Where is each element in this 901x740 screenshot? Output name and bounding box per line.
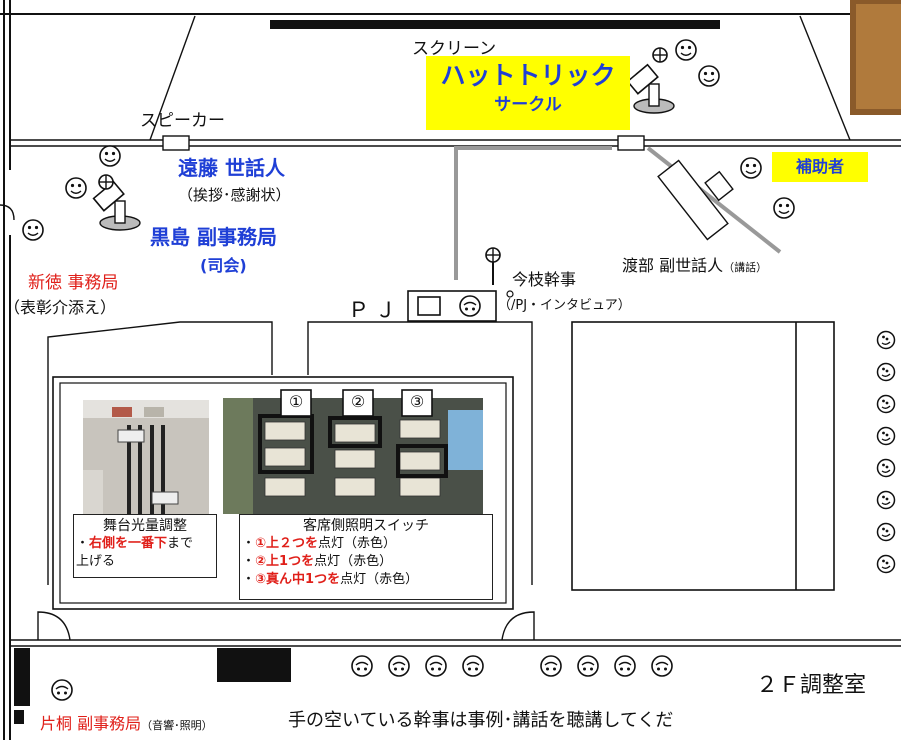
banner-subtitle: サークル — [494, 95, 562, 115]
switch-marker-2: ② — [350, 392, 366, 411]
switch-title: 客席側照明スイッチ — [303, 518, 429, 534]
stage-light-title: 舞台光量調整 — [103, 518, 187, 534]
katagiri-label: 片桐 副事務局（音響･照明） — [40, 710, 213, 734]
helper-label: 補助者 — [772, 152, 868, 182]
endo-role: （挨拶･感謝状） — [178, 186, 291, 204]
katagiri-name: 片桐 副事務局 — [40, 714, 142, 733]
bottom-note: 手の空いている幹事は事例･講話を聴講してくだ — [288, 710, 674, 731]
niitoku-name: 新徳 事務局 — [28, 273, 119, 293]
speaker-label: スピーカー — [140, 111, 225, 131]
kuroshima-name: 黒島 副事務局 — [150, 225, 277, 249]
switch-item-1: ・①上２つを点灯（赤色） — [242, 536, 397, 551]
kuroshima-role: (司会) — [200, 256, 247, 275]
imaeda-name: 今枝幹事 — [512, 270, 577, 289]
katagiri-role: （音響･照明） — [141, 719, 213, 732]
switch-item-3: ・③真ん中1つを点灯（赤色） — [242, 572, 419, 587]
switch-marker-3: ③ — [409, 392, 425, 411]
stage-light-line2: 上げる — [76, 554, 116, 569]
circle-banner: ハットトリック サークル — [426, 56, 630, 130]
stage-light-box: 舞台光量調整 ・右側を一番下まで 上げる — [73, 514, 217, 578]
niitoku-role: （表彰介添え） — [4, 298, 117, 317]
banner-title: ハットトリック — [440, 61, 616, 90]
watabe-role: （講話） — [723, 261, 768, 274]
stage-light-line1-red: 右側を一番下 — [89, 536, 168, 551]
screen-label: スクリーン — [412, 39, 497, 59]
watabe-name-text: 渡部 副世話人 — [622, 256, 724, 275]
stage-light-line1-tail: まで — [167, 536, 194, 551]
switch-box: 客席側照明スイッチ ・①上２つを点灯（赤色） ・②上1つを点灯（赤色） ・③真ん… — [239, 514, 493, 600]
endo-name: 遠藤 世話人 — [178, 156, 285, 180]
watabe-name: 渡部 副世話人（講話） — [622, 252, 767, 276]
pj-label: ＰＪ — [348, 298, 402, 322]
stage-light-line1: ・右側を一番下まで — [76, 536, 194, 551]
imaeda-role: （/PJ・インタビュア） — [498, 298, 631, 313]
control-room-label: ２Ｆ調整室 — [756, 673, 867, 698]
switch-marker-1: ① — [288, 392, 304, 411]
switch-item-2: ・②上1つを点灯（赤色） — [242, 554, 393, 569]
